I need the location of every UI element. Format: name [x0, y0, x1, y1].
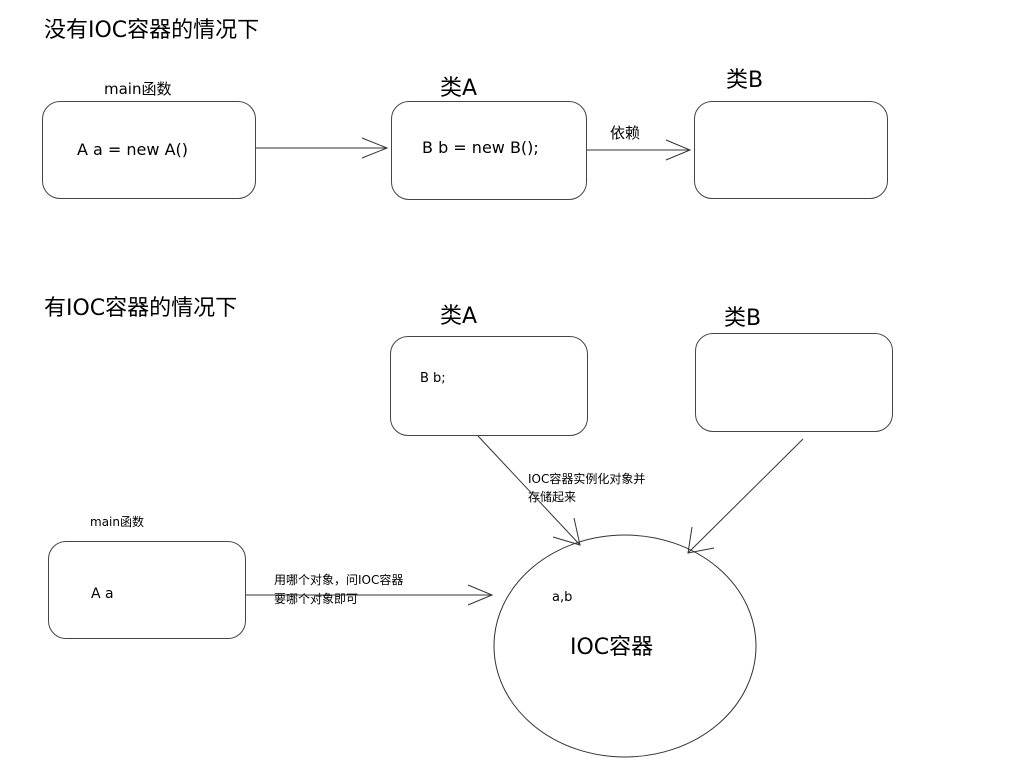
- ask-note-line2: 要哪个对象即可: [274, 592, 359, 606]
- main-function-label: main函数: [104, 80, 172, 98]
- main-function-code: A a = new A(): [77, 140, 188, 159]
- class-a-code: B b = new B();: [422, 138, 539, 157]
- arrowhead-class-a-to-class-b: [665, 139, 692, 161]
- instantiate-note-line2: 存储起来: [528, 490, 577, 504]
- main-function-label-2: main函数: [90, 515, 144, 529]
- arrowhead-main-to-class-a: [361, 137, 389, 159]
- section1-title: 没有IOC容器的情况下: [44, 18, 260, 43]
- instantiate-note-line1: IOC容器实例化对象并: [528, 472, 646, 486]
- class-b-box-2: [695, 333, 893, 432]
- section2-title: 有IOC容器的情况下: [44, 296, 238, 321]
- class-a-label: 类A: [440, 76, 478, 101]
- class-a-box: [391, 101, 587, 200]
- dependency-label: 依赖: [610, 124, 641, 142]
- class-a-label-2: 类A: [440, 304, 478, 329]
- main-function-box-2: [48, 541, 246, 639]
- arrowhead-class-a-to-container: [552, 517, 581, 546]
- arrow-class-b-to-container: [687, 438, 804, 554]
- ask-note-line1: 用哪个对象，问IOC容器: [274, 573, 404, 587]
- arrowhead-main-to-container: [467, 584, 494, 606]
- container-objects: a,b: [552, 590, 573, 605]
- arrowhead-class-b-to-container: [687, 526, 715, 554]
- class-b-label: 类B: [726, 68, 764, 93]
- arrow-class-a-to-container: [477, 435, 581, 546]
- ioc-container-ellipse: [493, 534, 757, 758]
- main-function-code-2: A a: [91, 586, 114, 602]
- class-a-code-2: B b;: [420, 371, 446, 386]
- class-b-label-2: 类B: [724, 306, 762, 331]
- main-function-box: [42, 101, 256, 199]
- container-label: IOC容器: [570, 635, 654, 660]
- class-a-box-2: [390, 336, 588, 436]
- class-b-box: [694, 101, 888, 199]
